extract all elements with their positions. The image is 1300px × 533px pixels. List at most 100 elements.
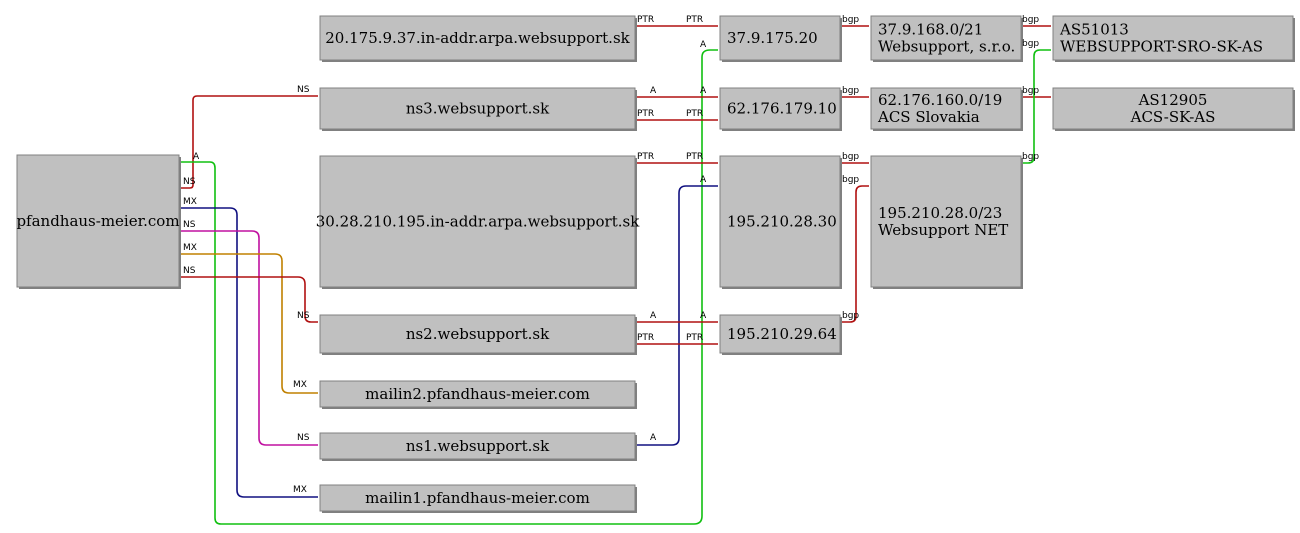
edge-label-ns: NS [183, 177, 196, 187]
edge-label-ptr: PTR [637, 15, 654, 25]
node-label: 62.176.179.10 [727, 100, 837, 118]
node-label: 195.210.28.0/23 [878, 204, 1002, 222]
edge-label-ptr: PTR [686, 109, 703, 119]
edge-label-a: A [650, 433, 657, 443]
node-box [719, 155, 841, 288]
node-box [319, 484, 636, 512]
edge-label-bgp: bgp [1022, 39, 1039, 49]
edge-label-a: A [700, 311, 707, 321]
edge-label-a: A [700, 86, 707, 96]
node-label: 62.176.160.0/19 [878, 91, 1002, 109]
edge-label-ptr: PTR [637, 109, 654, 119]
node-label: mailin2.pfandhaus-meier.com [365, 385, 590, 403]
node-ip1: 37.9.175.20 [719, 15, 842, 62]
node-label: Websupport NET [878, 221, 1008, 239]
edge-labels-layer: NS NS A A MX MX NS NS MX MX NS NS PTR PTR A A PTR PTR PTR P… [183, 15, 1039, 495]
node-label: WEBSUPPORT-SRO-SK-AS [1060, 38, 1263, 56]
node-box [1052, 15, 1294, 61]
node-ptr1: 20.175.9.37.in-addr.arpa.websupport.sk [319, 15, 637, 62]
node-box [870, 87, 1022, 130]
node-ptr3: 30.28.210.195.in-addr.arpa.websupport.sk [316, 155, 640, 289]
node-box [16, 154, 180, 288]
node-box [719, 15, 841, 61]
edge-label-a: A [700, 175, 707, 185]
node-ns1: ns1.websupport.sk [319, 432, 637, 461]
node-box [319, 155, 636, 288]
edge-label-mx: MX [293, 380, 307, 390]
edge-label-mx: MX [183, 243, 197, 253]
edge-label-bgp: bgp [842, 15, 859, 25]
edge-label-a: A [650, 311, 657, 321]
edge-net3-as1 [1023, 49, 1051, 164]
edge-domain-ns1 [181, 230, 318, 446]
node-mailin1: mailin1.pfandhaus-meier.com [319, 484, 637, 513]
edge-label-ptr: PTR [686, 333, 703, 343]
node-box [870, 155, 1022, 288]
node-ip2: 62.176.179.10 [719, 87, 842, 131]
node-label: pfandhaus-meier.com [16, 212, 179, 230]
edge-label-ptr: PTR [637, 333, 654, 343]
edge-label-ptr: PTR [686, 15, 703, 25]
node-box [1052, 87, 1294, 130]
node-label: Websupport, s.r.o. [878, 38, 1015, 56]
edge-label-ns: NS [183, 266, 196, 276]
edge-label-mx: MX [293, 485, 307, 495]
node-domain: pfandhaus-meier.com [16, 154, 181, 289]
edge-domain-mailin1 [181, 207, 318, 498]
node-label: 195.210.28.30 [727, 213, 837, 231]
node-label: 30.28.210.195.in-addr.arpa.websupport.sk [316, 213, 640, 231]
nodes-layer: pfandhaus-meier.com 20.175.9.37.in-addr.a… [16, 15, 1295, 513]
edge-label-bgp: bgp [842, 311, 859, 321]
edge-label-ns: NS [297, 433, 310, 443]
edge-label-bgp: bgp [842, 86, 859, 96]
edge-domain-ns2 [181, 276, 318, 323]
edge-domain-mailin2 [181, 253, 318, 394]
edge-label-bgp: bgp [842, 152, 859, 162]
node-ip3: 195.210.28.30 [719, 155, 842, 289]
node-label: 37.9.168.0/21 [878, 21, 983, 39]
node-label: mailin1.pfandhaus-meier.com [365, 489, 590, 507]
edge-ns1-ip3 [637, 185, 718, 446]
node-box [319, 87, 636, 130]
edge-label-mx: MX [183, 197, 197, 207]
edge-label-ptr: PTR [637, 152, 654, 162]
node-mailin2: mailin2.pfandhaus-meier.com [319, 380, 637, 409]
edge-label-bgp: bgp [1022, 15, 1039, 25]
node-label: 37.9.175.20 [727, 29, 818, 47]
node-label: ns2.websupport.sk [406, 325, 550, 343]
node-label: ACS Slovakia [877, 108, 980, 126]
node-ip4: 195.210.29.64 [719, 314, 842, 355]
edge-label-bgp: bgp [1022, 86, 1039, 96]
node-box [319, 15, 636, 61]
edge-label-ns: NS [297, 85, 310, 95]
node-box [319, 380, 636, 408]
node-box [719, 314, 841, 354]
edge-domain-ip1 [181, 49, 718, 525]
node-label: ACS-SK-AS [1130, 108, 1216, 126]
edge-label-ns: NS [297, 311, 310, 321]
edge-domain-ns3 [181, 95, 318, 189]
edge-label-a: A [193, 152, 200, 162]
node-box [719, 87, 841, 130]
node-label: 20.175.9.37.in-addr.arpa.websupport.sk [325, 29, 630, 47]
edge-label-a: A [700, 40, 707, 50]
node-ns2: ns2.websupport.sk [319, 314, 637, 355]
node-ns3: ns3.websupport.sk [319, 87, 637, 131]
edge-label-bgp: bgp [842, 175, 859, 185]
node-box [319, 432, 636, 460]
edge-label-ns: NS [183, 220, 196, 230]
node-box [870, 15, 1022, 61]
edge-label-a: A [650, 86, 657, 96]
node-label: ns3.websupport.sk [406, 100, 550, 118]
node-label: AS12905 [1138, 91, 1208, 109]
edges-layer [181, 25, 1051, 525]
node-label: ns1.websupport.sk [406, 437, 550, 455]
edge-label-ptr: PTR [686, 152, 703, 162]
node-label: AS51013 [1059, 21, 1129, 39]
